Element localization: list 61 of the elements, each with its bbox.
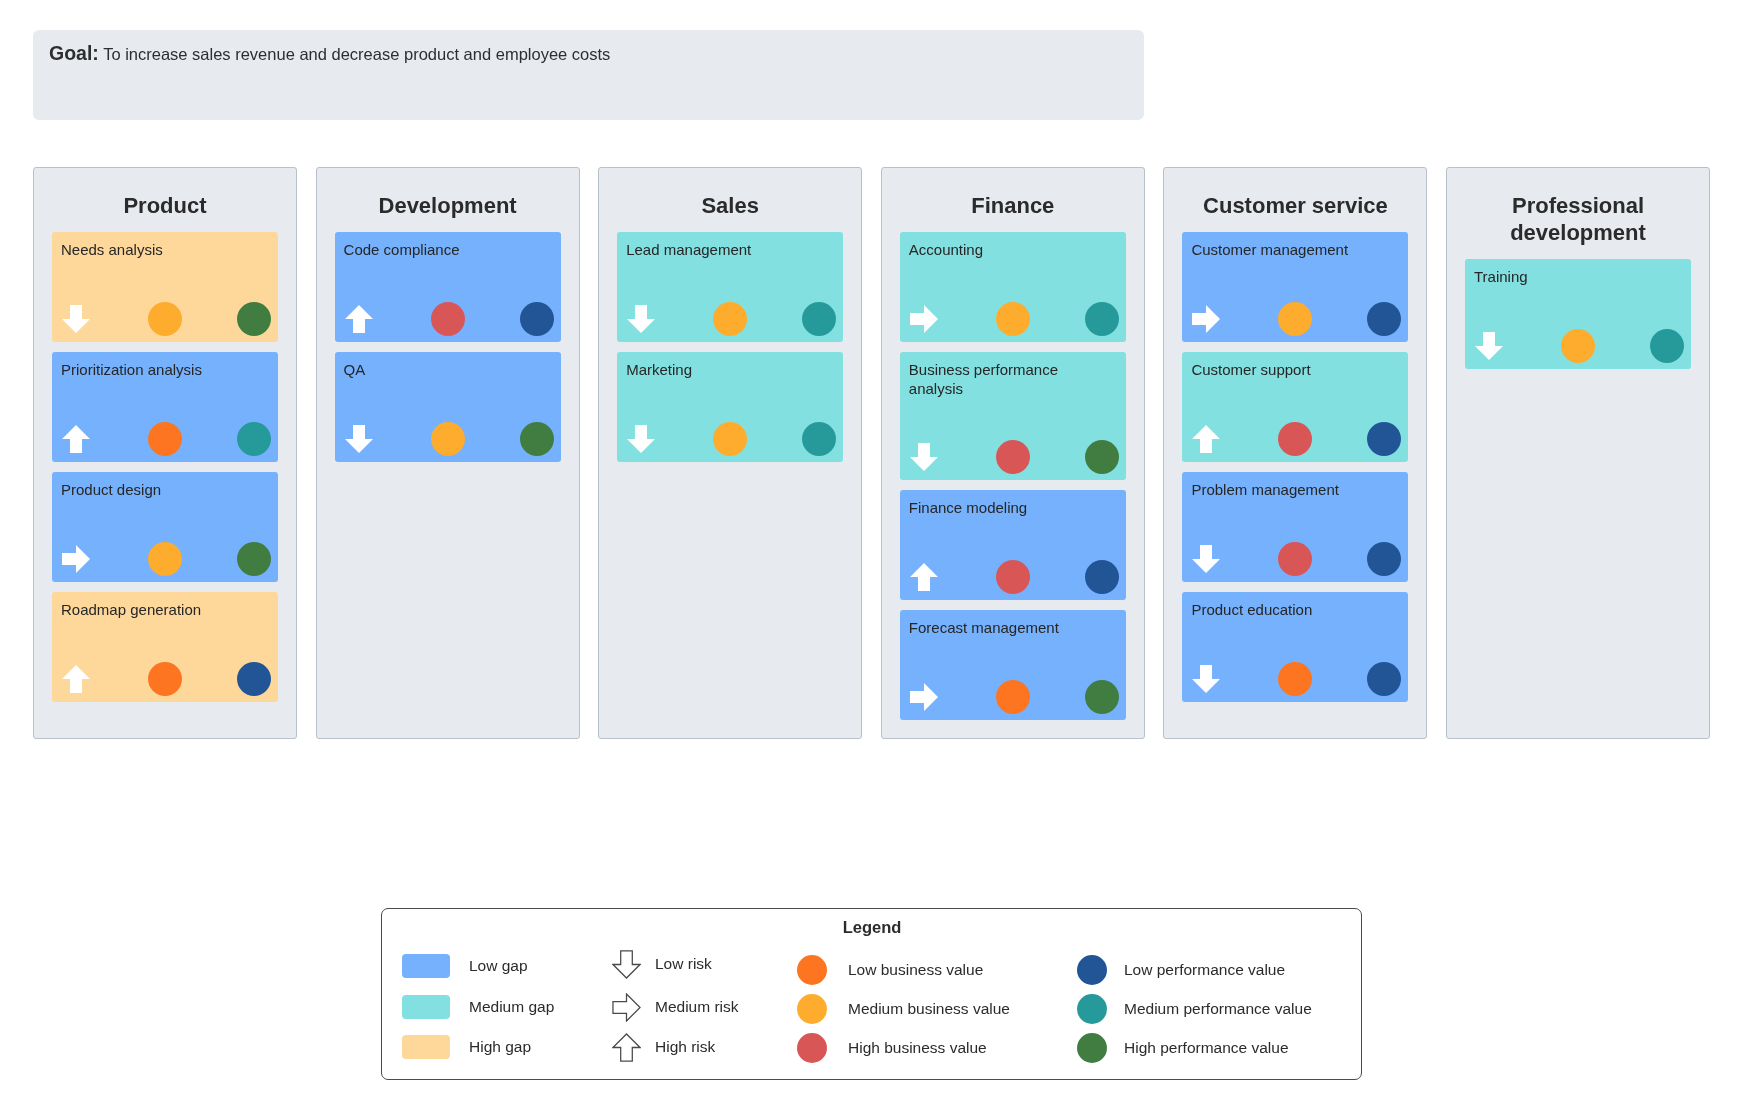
capability-label: Customer management [1191,240,1350,259]
column-heading: Product [122,192,208,219]
capability-card [334,232,561,342]
capability-card [52,592,278,702]
legend-label: Low business value [848,960,984,980]
legend-title: Legend [842,917,902,937]
capability-label: Customer support [1191,360,1312,379]
goal-text: Goal: To increase sales revenue and decrease product and employee costs [49,41,611,66]
capability-card [899,610,1126,720]
legend-label: Medium gap [469,997,555,1017]
column-heading: Professional development [1509,192,1647,246]
column-heading: Customer service [1202,192,1389,219]
capability-card [1182,232,1409,342]
goal-banner [33,30,1144,120]
capability-label: Forecast management [908,618,1060,637]
capability-label: Roadmap generation [61,600,203,619]
legend-label: Low risk [655,954,712,974]
legend-label: High gap [469,1037,532,1057]
legend-label: High performance value [1124,1038,1289,1058]
capability-card [52,232,278,342]
capability-card [899,352,1126,480]
capability-card [1465,259,1691,369]
capability-label: Product design [61,480,163,499]
capability-label: Finance modeling [908,498,1029,517]
column-heading: Sales [700,192,760,219]
capability-card [1182,352,1409,462]
legend-label: Low performance value [1124,960,1286,980]
column-panel [880,167,1145,739]
column-panel [1163,167,1428,739]
legend-label: Medium business value [848,999,1010,1019]
column-panel [1446,167,1710,739]
capability-card [1182,472,1409,582]
capability-label: Accounting [908,240,984,259]
capability-card [1182,592,1409,702]
capability-card [52,352,278,462]
capability-label: Problem management [1191,480,1340,499]
legend-label: Low gap [469,956,528,976]
column-panel [33,167,297,739]
capability-label: Business performance analysis [908,360,1060,398]
capability-card [899,232,1126,342]
capability-card [617,352,844,462]
column-heading: Finance [970,192,1056,219]
capability-label: QA [343,360,367,379]
capability-label: Needs analysis [61,240,164,259]
capability-card [334,352,561,462]
capability-label: Prioritization analysis [61,360,203,379]
capability-label: Product education [1191,600,1314,619]
capability-card [52,472,278,582]
capability-label: Training [1474,267,1529,286]
legend-label: Medium risk [655,997,739,1017]
legend-label: High business value [848,1038,987,1058]
capability-label: Code compliance [343,240,461,259]
capability-label: Lead management [626,240,753,259]
legend-label: Medium performance value [1124,999,1312,1019]
capability-card [617,232,844,342]
column-heading: Development [377,192,518,219]
capability-card [899,490,1126,600]
column-panel [315,167,580,739]
capability-label: Marketing [626,360,694,379]
legend-label: High risk [655,1037,716,1057]
column-panel [598,167,863,739]
